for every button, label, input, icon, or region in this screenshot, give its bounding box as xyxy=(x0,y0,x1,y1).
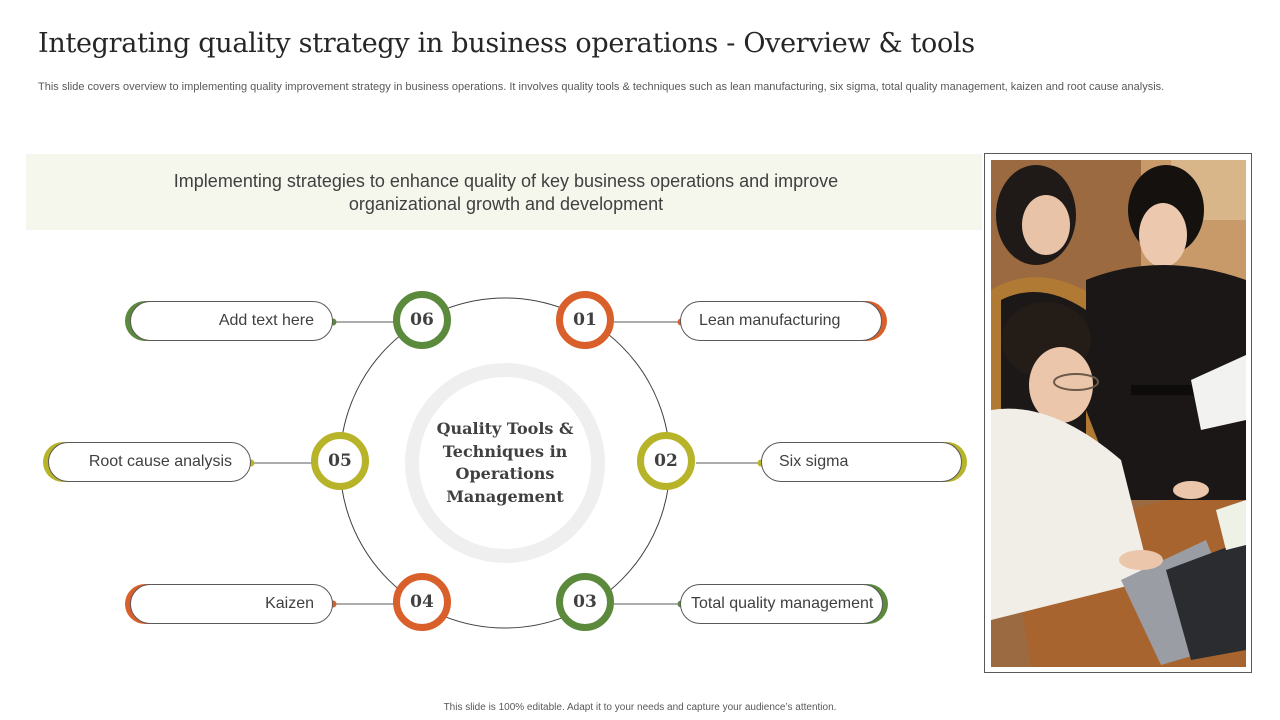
pill-item-05: Root cause analysis xyxy=(48,442,251,482)
number-badge-02: 02 xyxy=(637,432,695,490)
slide-title: Integrating quality strategy in business… xyxy=(38,28,975,59)
number-badge-05: 05 xyxy=(311,432,369,490)
item-label-02: Six sigma xyxy=(779,453,849,470)
item-label-01: Lean manufacturing xyxy=(699,312,841,329)
pill-item-06: Add text here xyxy=(130,301,333,341)
item-label-04: Kaizen xyxy=(265,595,314,612)
banner-text: Implementing strategies to enhance quali… xyxy=(173,171,839,214)
team-photo-icon xyxy=(991,160,1246,667)
pill-item-03: Total quality management xyxy=(680,584,883,624)
number-badge-04: 04 xyxy=(393,573,451,631)
item-label-03: Total quality management xyxy=(691,595,874,612)
photo-frame xyxy=(984,153,1252,673)
number-badge-03: 03 xyxy=(556,573,614,631)
number-badge-01: 01 xyxy=(556,291,614,349)
pill-item-02: Six sigma xyxy=(761,442,962,482)
item-label-06: Add text here xyxy=(218,312,314,329)
footer-note: This slide is 100% editable. Adapt it to… xyxy=(443,702,837,713)
slide-subtitle: This slide covers overview to implementi… xyxy=(38,81,1165,93)
number-badge-06: 06 xyxy=(393,291,451,349)
item-label-05: Root cause analysis xyxy=(88,453,232,470)
center-label: Quality Tools & Techniques in Operations… xyxy=(436,419,574,506)
banner: Implementing strategies to enhance quali… xyxy=(26,154,982,230)
inner-ring xyxy=(405,363,605,563)
pill-item-01: Lean manufacturing xyxy=(680,301,882,341)
pill-item-04: Kaizen xyxy=(130,584,333,624)
